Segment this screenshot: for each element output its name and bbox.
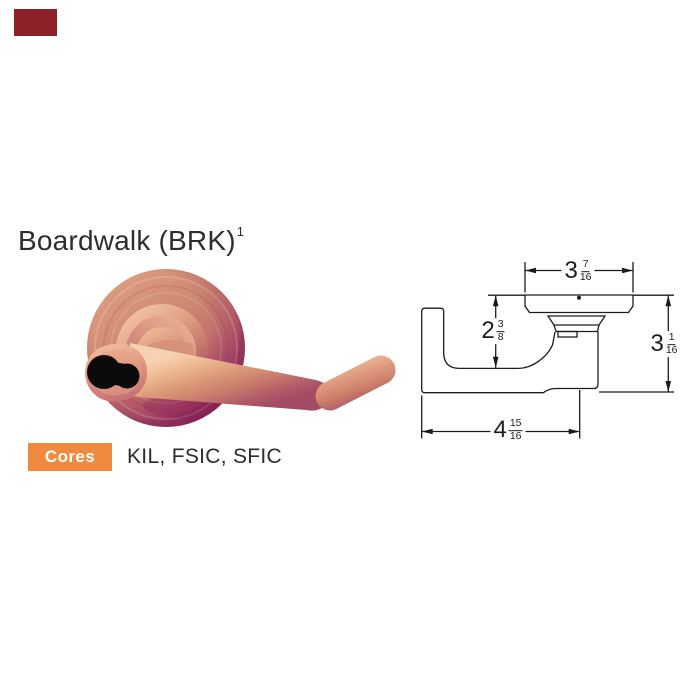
drawing-screw-hole [577, 295, 581, 300]
lever-grip [130, 343, 331, 411]
dim-top-whole: 3 [564, 257, 578, 284]
drawing-collar-lower [553, 324, 600, 333]
ext-lines-top-width [524, 262, 634, 293]
dim-top-fraction: 7 16 [579, 258, 592, 284]
cores-list: KIL, FSIC, SFIC [127, 445, 283, 468]
dim-bottom-fraction: 15 16 [508, 417, 523, 443]
drawing-lever-inner [443, 311, 556, 370]
dimension-right-height: 3 1 16 [647, 330, 681, 357]
cores-badge: Cores [28, 443, 112, 471]
page-title: Boardwalk (BRK)1 [18, 224, 245, 257]
brand-color-swatch [14, 9, 57, 36]
page-title-footnote: 1 [236, 224, 245, 239]
drawing-lever-outer [421, 307, 599, 394]
dimension-top-width: 3 7 16 [561, 257, 595, 284]
page-title-text: Boardwalk (BRK) [18, 225, 236, 256]
dim-left-whole: 2 [481, 317, 495, 344]
dim-right-whole: 3 [650, 330, 664, 357]
drawing-collar-upper [546, 315, 607, 326]
product-photo [85, 269, 396, 427]
dim-left-fraction: 3 8 [496, 318, 505, 344]
drawing-set-screw-tab [557, 330, 578, 338]
interchangeable-core-keyway [87, 355, 140, 389]
dimension-arrowheads [421, 267, 672, 435]
lever-far-arm [315, 355, 396, 411]
technical-drawing [421, 262, 674, 439]
dim-bottom-whole: 4 [493, 416, 507, 443]
dimension-left-height: 2 3 8 [478, 317, 508, 344]
dim-right-fraction: 1 16 [665, 331, 678, 357]
dimension-bottom-length: 4 15 16 [490, 416, 526, 443]
